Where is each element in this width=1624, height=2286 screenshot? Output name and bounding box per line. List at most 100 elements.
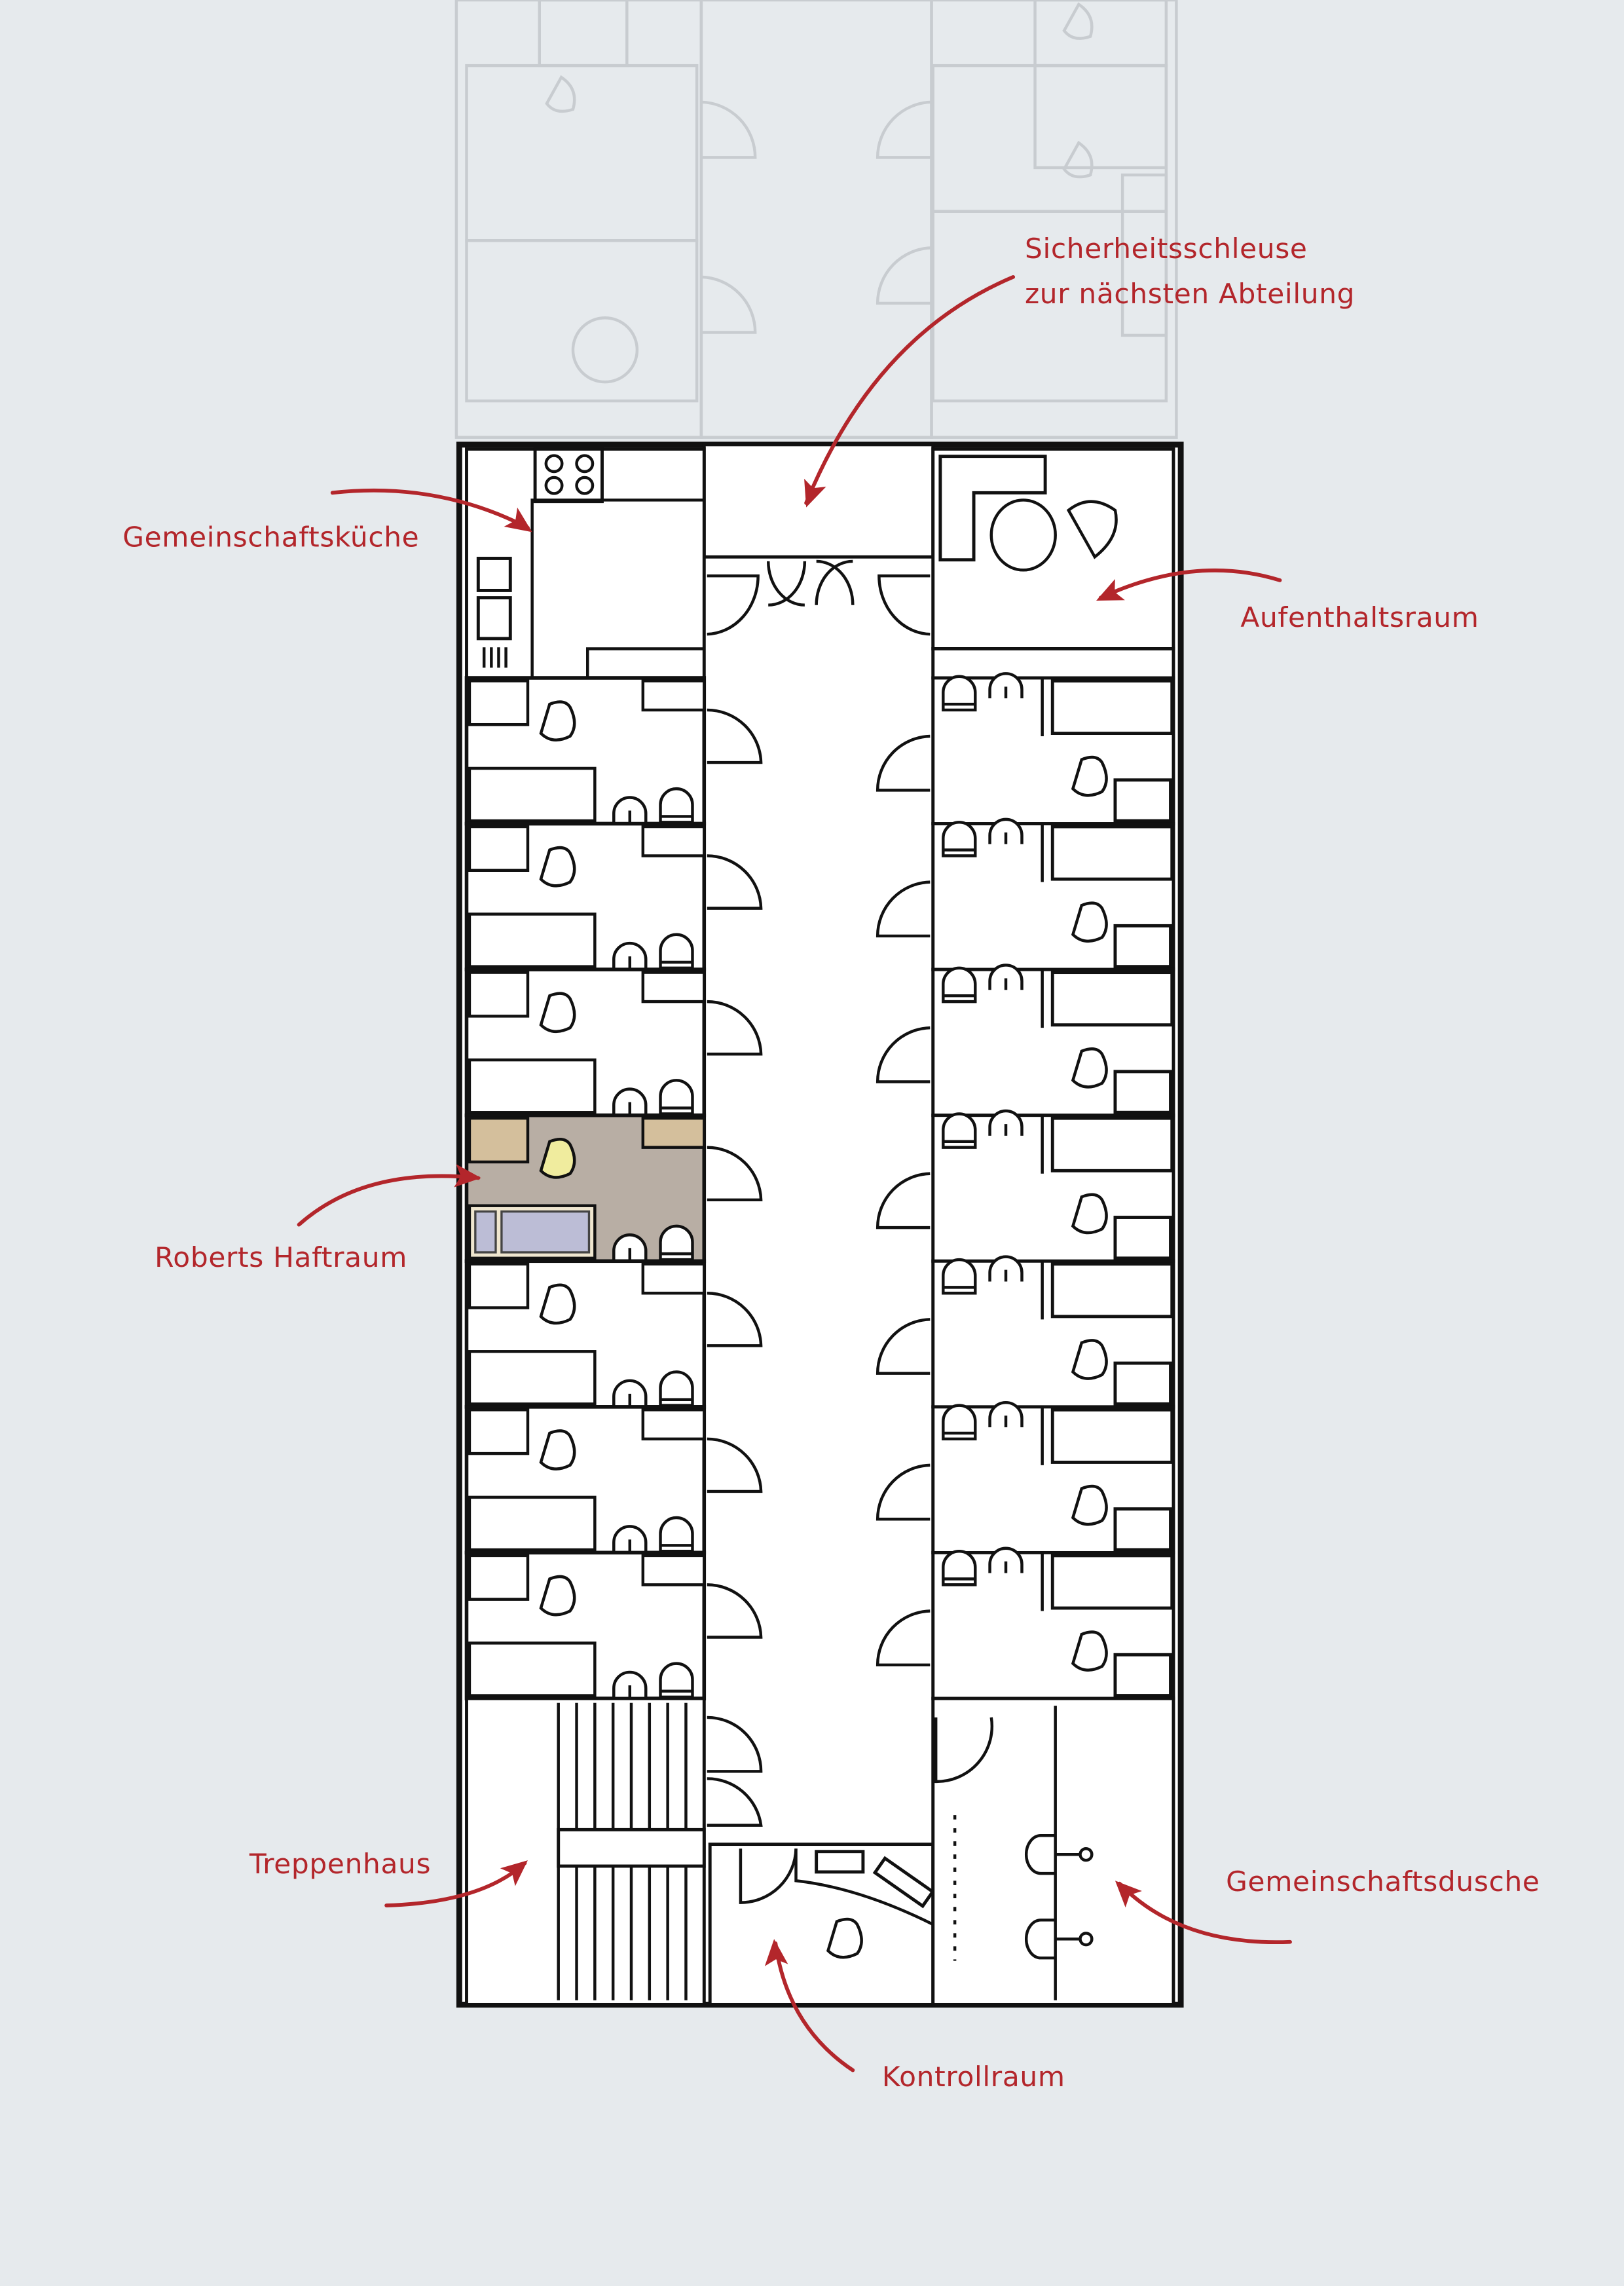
shelf bbox=[641, 1262, 706, 1295]
oven-icon bbox=[476, 596, 512, 641]
shelf bbox=[641, 971, 706, 1003]
sink-icon bbox=[942, 1258, 977, 1295]
roberts-cell bbox=[464, 1113, 763, 1264]
bed bbox=[1050, 679, 1174, 736]
door-icon bbox=[876, 1172, 931, 1229]
label-stairwell: Treppenhaus bbox=[249, 1848, 431, 1880]
sink-icon bbox=[659, 787, 694, 824]
shelf bbox=[641, 679, 706, 712]
faded-chair-icon bbox=[1062, 140, 1094, 179]
shelf bbox=[641, 1116, 706, 1149]
bed bbox=[468, 1641, 597, 1697]
cell-right bbox=[876, 964, 1175, 1117]
label-shower: Gemeinschaftsdusche bbox=[1226, 1865, 1540, 1898]
corridor-door-icon bbox=[707, 574, 931, 636]
shelf bbox=[641, 1408, 706, 1441]
door-icon bbox=[876, 1026, 931, 1083]
fridge-icon bbox=[476, 557, 512, 592]
door-icon bbox=[934, 1717, 994, 1784]
desk bbox=[468, 1554, 530, 1601]
arrow-roberts-cell-head bbox=[454, 1164, 481, 1188]
door-icon bbox=[707, 1437, 763, 1493]
toilet-icon bbox=[988, 964, 1024, 990]
door-icon bbox=[876, 1463, 931, 1521]
burner-icon bbox=[575, 454, 595, 474]
door-icon bbox=[707, 1292, 763, 1347]
bed bbox=[1050, 971, 1174, 1027]
door-icon bbox=[707, 1715, 763, 1827]
faded-room bbox=[1120, 173, 1168, 337]
chair-icon bbox=[539, 1575, 576, 1617]
arrow-shower bbox=[1117, 1881, 1292, 1945]
chair-icon bbox=[1071, 1047, 1108, 1089]
chair-icon bbox=[1071, 1484, 1108, 1526]
bed bbox=[1050, 1116, 1174, 1172]
sink-icon bbox=[659, 1079, 694, 1115]
sink-icon bbox=[942, 1112, 977, 1149]
cell-left bbox=[464, 967, 763, 1117]
cell-left bbox=[464, 1259, 763, 1409]
door-icon bbox=[707, 1583, 763, 1639]
burner-icon bbox=[575, 476, 595, 495]
chair-icon bbox=[539, 1138, 576, 1179]
security-door-icon bbox=[767, 559, 855, 607]
sink-icon bbox=[942, 966, 977, 1003]
chair-icon bbox=[539, 846, 576, 888]
label-control-room: Kontrollraum bbox=[882, 2061, 1065, 2093]
arrow-lounge-head bbox=[1096, 578, 1125, 601]
chair-icon bbox=[1071, 1339, 1108, 1380]
burner-icon bbox=[544, 476, 564, 495]
chair-icon bbox=[539, 992, 576, 1034]
cell-left bbox=[464, 676, 763, 826]
cell-left bbox=[464, 821, 763, 971]
sink-icon bbox=[942, 1404, 977, 1441]
toilet-icon bbox=[612, 1233, 648, 1260]
faded-chair-icon bbox=[1062, 2, 1094, 40]
washbasin-icon bbox=[1025, 1834, 1056, 1875]
door-icon bbox=[707, 854, 763, 910]
sink-icon bbox=[942, 675, 977, 712]
door-icon bbox=[876, 1318, 931, 1375]
sink-icon bbox=[659, 1516, 694, 1553]
desk bbox=[1113, 1216, 1172, 1260]
faded-room bbox=[1033, 64, 1168, 170]
annotations: Sicherheitsschleuse zur nächsten Abteilu… bbox=[122, 233, 1540, 2093]
door-icon bbox=[707, 708, 763, 764]
label-roberts-cell: Roberts Haftraum bbox=[155, 1241, 407, 1273]
toilet-icon bbox=[988, 1255, 1024, 1282]
door-icon bbox=[707, 1000, 763, 1056]
stair-landing bbox=[557, 1827, 706, 1868]
toilet-icon bbox=[988, 1546, 1024, 1573]
toilet-icon bbox=[988, 817, 1024, 844]
keyboard-icon bbox=[815, 1850, 865, 1874]
shower-floor bbox=[931, 1696, 1175, 2006]
cell-left bbox=[464, 1550, 763, 1700]
lounge-chair-icon bbox=[1066, 500, 1118, 559]
faded-room bbox=[465, 64, 699, 242]
sink-icon bbox=[659, 1224, 694, 1262]
desk bbox=[468, 825, 530, 872]
door-icon bbox=[876, 880, 931, 938]
cell-left bbox=[464, 1405, 763, 1555]
label-kitchen: Gemeinschaftsküche bbox=[122, 521, 419, 553]
bed bbox=[1050, 825, 1174, 881]
lounge-strip bbox=[931, 647, 1175, 680]
desk bbox=[1113, 924, 1172, 969]
chair-icon bbox=[826, 1917, 863, 1959]
cell-right bbox=[876, 1401, 1175, 1554]
bed bbox=[1050, 1408, 1174, 1464]
bed bbox=[468, 766, 597, 823]
arrow-shower-head bbox=[1115, 1881, 1142, 1908]
control-desk bbox=[794, 1848, 934, 1926]
toilet-icon bbox=[612, 1087, 648, 1114]
door-icon bbox=[707, 1146, 763, 1202]
desk bbox=[1113, 1653, 1172, 1698]
shelf bbox=[641, 1554, 706, 1586]
chair-icon bbox=[539, 700, 576, 741]
arrow-kitchen bbox=[330, 488, 530, 530]
faded-chair-icon bbox=[545, 75, 576, 113]
faded-room bbox=[699, 0, 933, 439]
desk bbox=[468, 679, 530, 726]
stairwell bbox=[465, 1696, 706, 2006]
desk bbox=[468, 1408, 530, 1455]
